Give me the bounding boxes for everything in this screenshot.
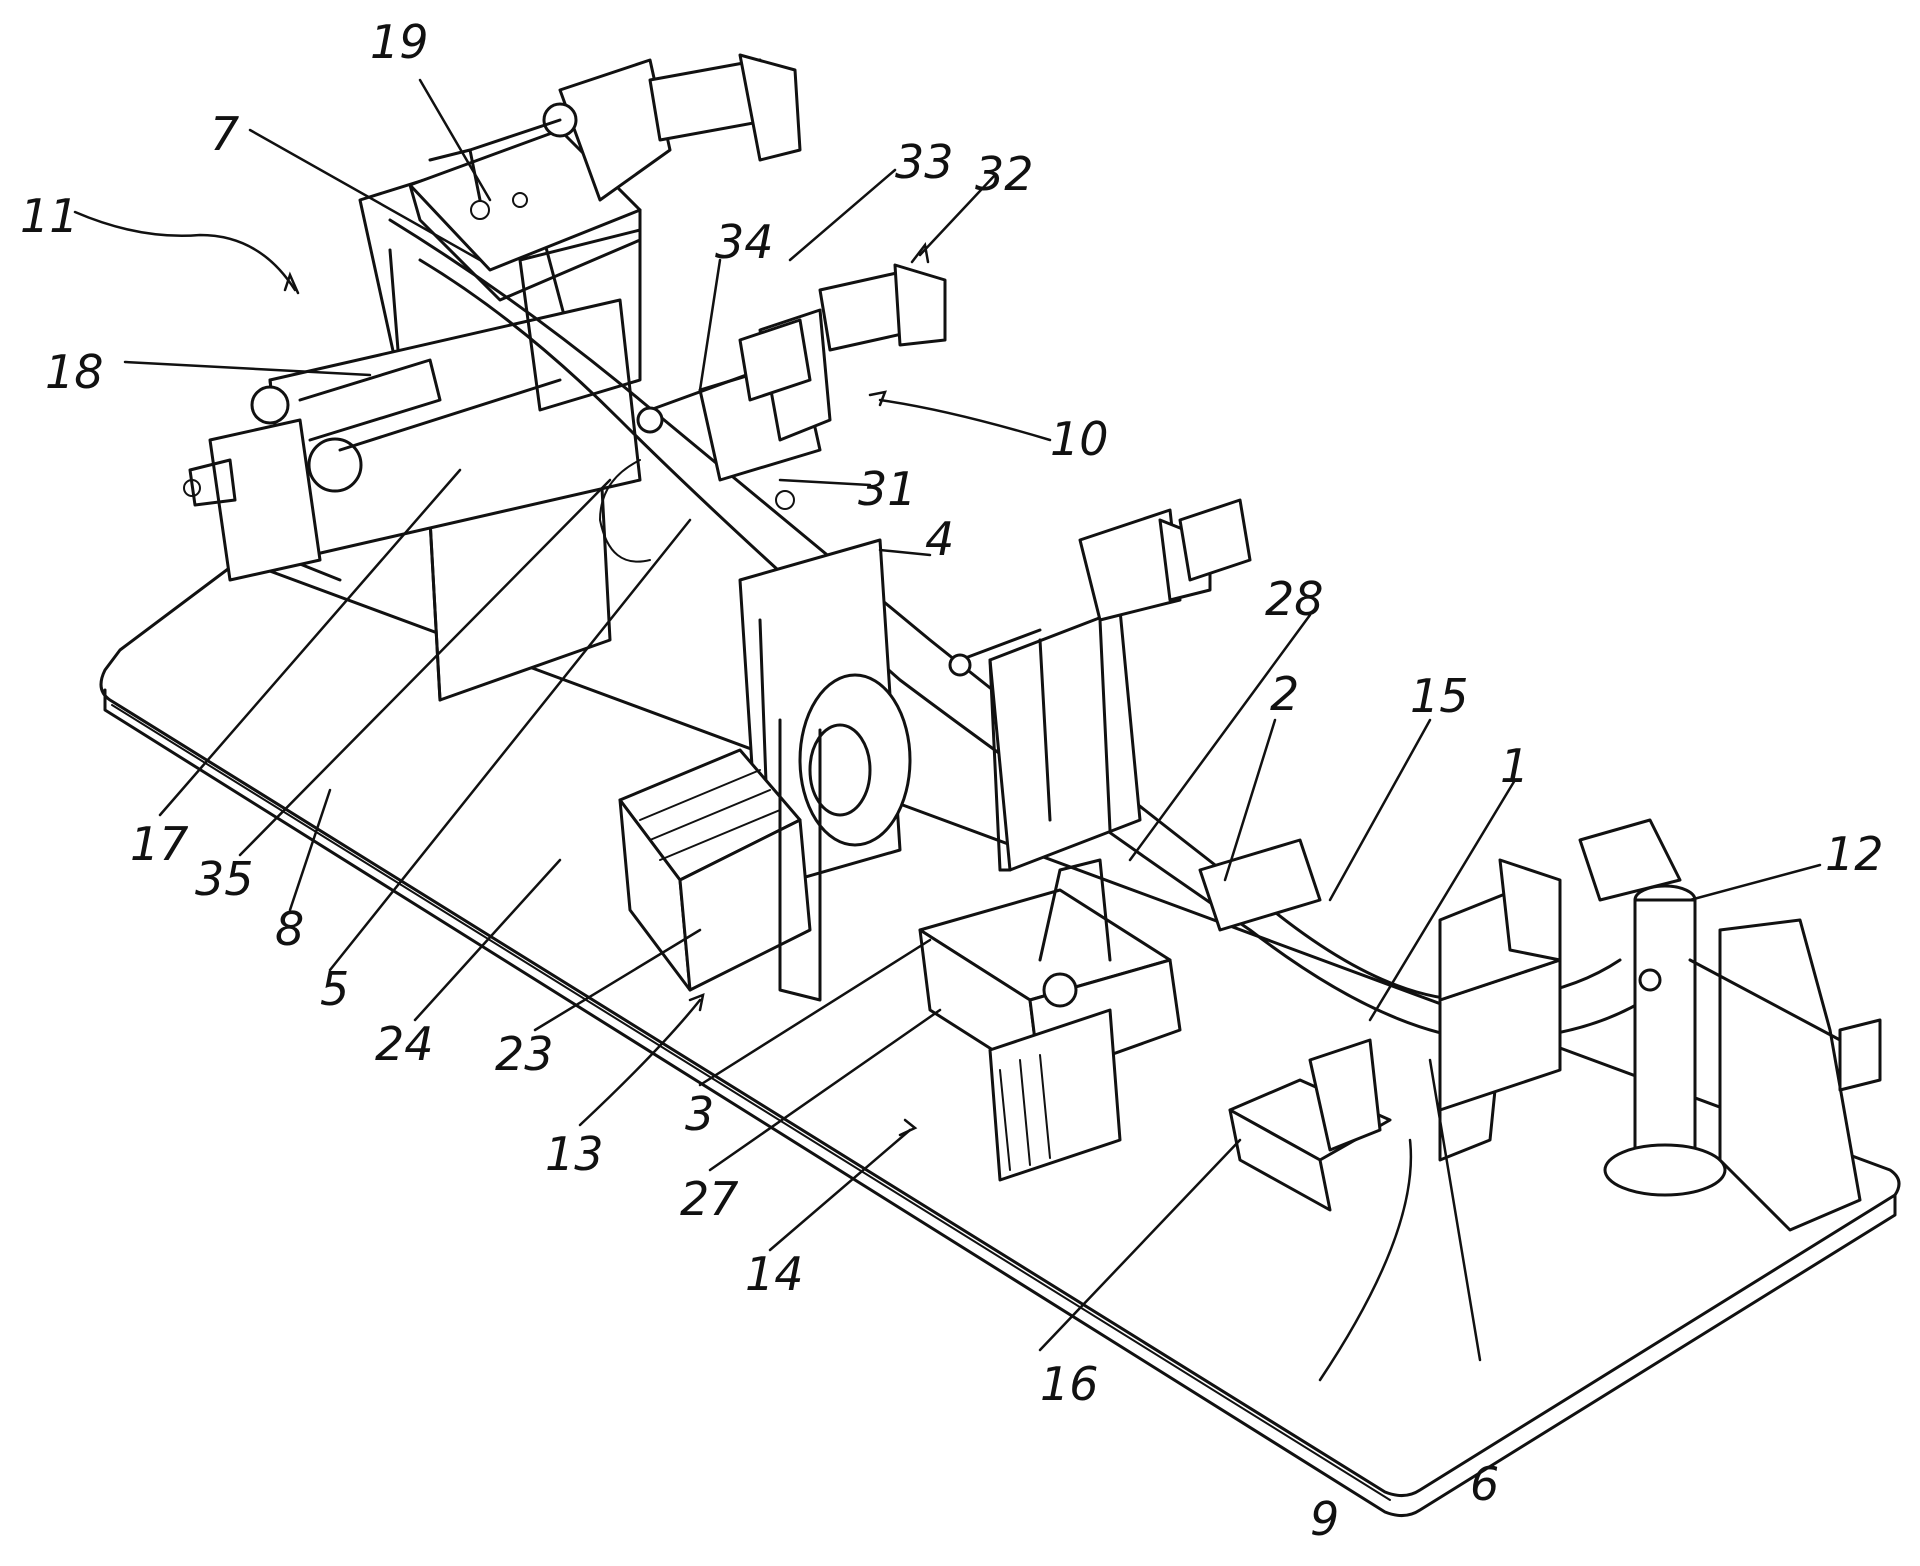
label-5: 5 <box>320 962 349 1016</box>
label-14: 14 <box>745 1247 804 1301</box>
label-23: 23 <box>495 1027 554 1081</box>
label-9: 9 <box>1310 1492 1339 1546</box>
label-4: 4 <box>925 512 954 566</box>
label-27: 27 <box>680 1172 739 1226</box>
label-28: 28 <box>1265 572 1324 626</box>
label-11: 11 <box>20 189 79 243</box>
label-33: 33 <box>895 135 954 189</box>
middle-clamp-unit <box>636 263 947 510</box>
label-3: 3 <box>685 1087 714 1141</box>
label-10: 10 <box>1050 412 1109 466</box>
leader-lines <box>73 78 1822 1382</box>
label-17: 17 <box>130 817 189 871</box>
label-19: 19 <box>370 15 429 69</box>
reference-labels: 11 19 7 33 32 34 18 10 31 4 28 2 15 1 12… <box>20 15 1884 1546</box>
front-cylinder-assembly <box>918 858 1182 1182</box>
second-tower-clamp <box>948 498 1252 872</box>
label-12: 12 <box>1825 827 1884 881</box>
label-1: 1 <box>1500 739 1529 793</box>
label-7: 7 <box>210 107 239 161</box>
label-24: 24 <box>375 1017 434 1071</box>
base-plate <box>99 558 1901 1517</box>
label-15: 15 <box>1410 669 1469 723</box>
label-16: 16 <box>1040 1357 1099 1411</box>
left-support-assembly <box>183 148 642 702</box>
label-2: 2 <box>1270 667 1299 721</box>
label-8: 8 <box>275 902 304 956</box>
label-32: 32 <box>975 147 1034 201</box>
label-31: 31 <box>858 462 917 516</box>
label-6: 6 <box>1470 1457 1499 1511</box>
center-stand-assembly <box>618 538 912 1002</box>
label-13: 13 <box>545 1127 604 1181</box>
right-support-assembly <box>1198 818 1882 1232</box>
top-left-clamp-unit <box>408 53 802 412</box>
label-18: 18 <box>45 345 104 399</box>
label-35: 35 <box>195 852 254 906</box>
label-34: 34 <box>715 215 774 269</box>
